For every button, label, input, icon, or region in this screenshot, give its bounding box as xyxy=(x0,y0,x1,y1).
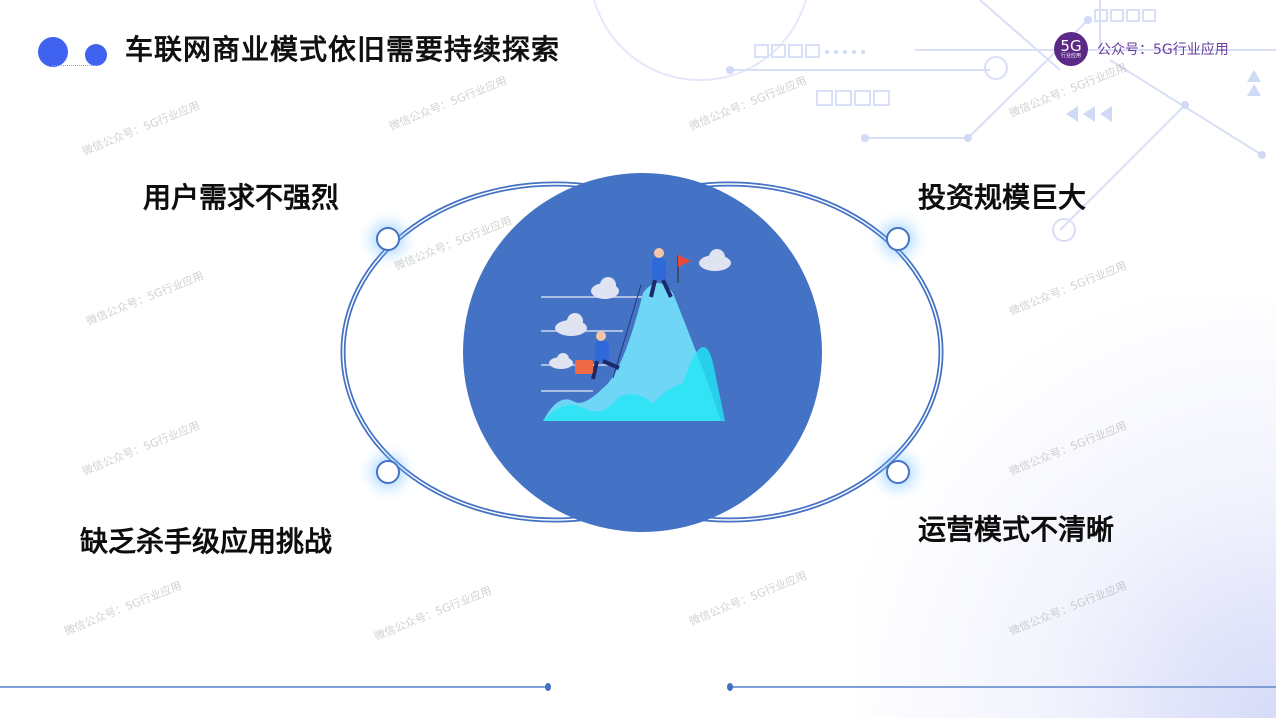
title-dot-underline xyxy=(52,65,98,66)
title-dot-large xyxy=(38,37,68,67)
brand-logo: 5G 行业应用 xyxy=(1054,32,1088,66)
bottom-line-right xyxy=(730,686,1276,688)
label-user-demand: 用户需求不强烈 xyxy=(143,181,340,214)
brand-badge: 5G 行业应用 公众号：5G行业应用 xyxy=(1054,32,1229,66)
background-gradient xyxy=(856,298,1276,718)
bottom-dot-left xyxy=(545,683,551,691)
node-top-left xyxy=(376,227,400,251)
label-investment-scale: 投资规模巨大 xyxy=(918,181,1087,214)
label-operation-model: 运营模式不清晰 xyxy=(918,513,1115,546)
climber-top xyxy=(649,248,691,298)
climber-bottom xyxy=(575,331,620,380)
bottom-line-left xyxy=(0,686,548,688)
title-dot-small xyxy=(85,44,107,66)
node-bottom-left xyxy=(376,460,400,484)
brand-text: 公众号：5G行业应用 xyxy=(1097,42,1229,58)
label-killer-app: 缺乏杀手级应用挑战 xyxy=(80,525,333,558)
node-bottom-right xyxy=(886,460,910,484)
page-title: 车联网商业模式依旧需要持续探索 xyxy=(125,33,561,66)
node-top-right xyxy=(886,227,910,251)
brand-logo-main: 5G xyxy=(1060,36,1082,55)
brand-logo-sub: 行业应用 xyxy=(1060,52,1081,59)
center-circle xyxy=(463,173,822,532)
bottom-dot-right xyxy=(727,683,733,691)
climbing-illustration xyxy=(541,248,731,421)
